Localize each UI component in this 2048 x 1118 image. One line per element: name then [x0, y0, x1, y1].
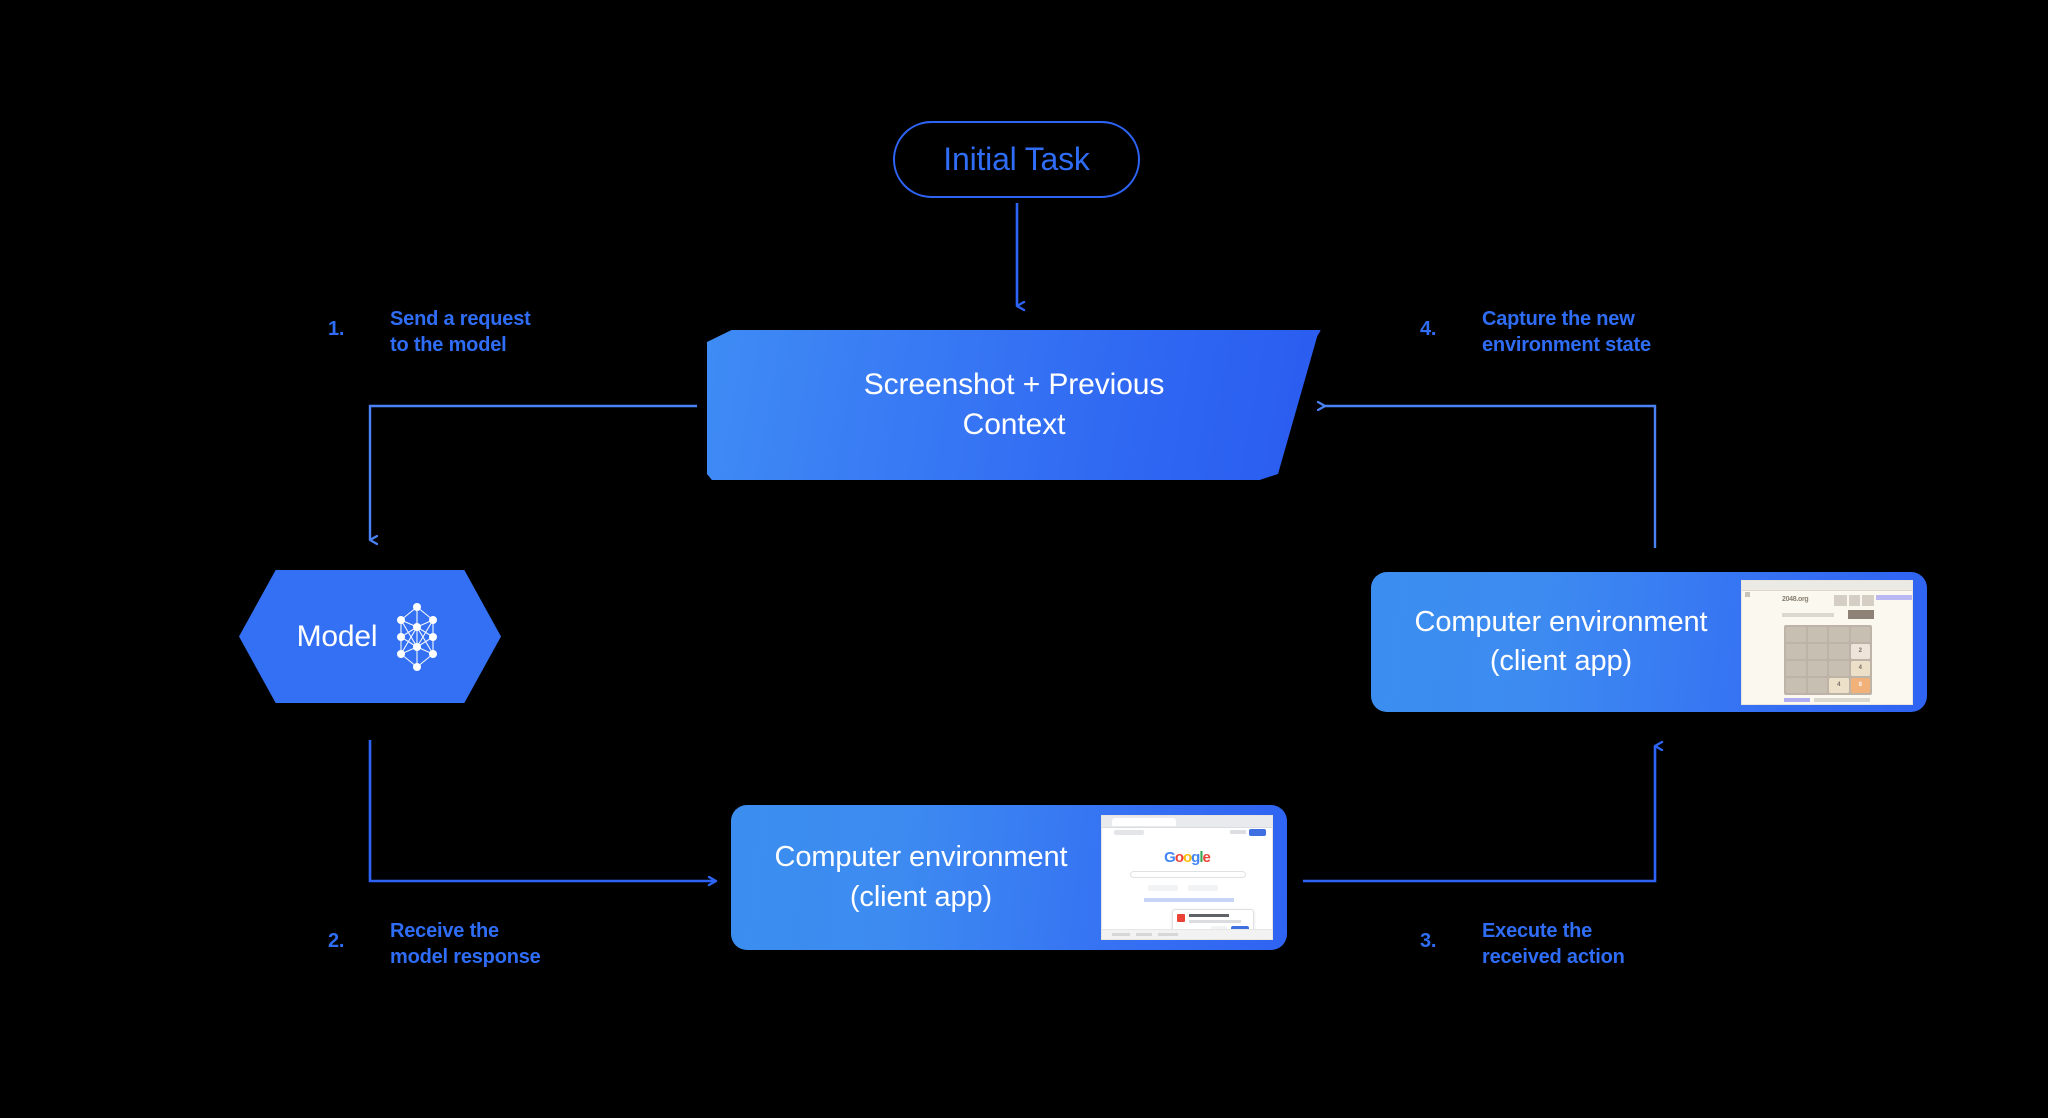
step-2-number: 2.	[328, 930, 345, 952]
2048-cell	[1829, 643, 1849, 659]
2048-cell	[1786, 660, 1806, 676]
google-language-links	[1144, 898, 1234, 902]
thumbnail-browser-tab	[1112, 818, 1176, 826]
step-2-annotation: 2. Receive the model response	[328, 918, 541, 970]
step-4-text: Capture the new environment state	[1482, 308, 1651, 356]
2048-tile: 8	[1850, 677, 1870, 693]
google-footer	[1102, 929, 1272, 939]
neural-network-icon	[391, 601, 443, 673]
step-3-text: Execute the received action	[1482, 920, 1625, 968]
computer-environment-card-right[interactable]: Computer environment (client app) 2048.o…	[1371, 572, 1927, 712]
arrow-step-4-env-to-context	[1325, 406, 1657, 548]
initial-task-node[interactable]: Initial Task	[893, 121, 1140, 198]
step-3-number: 3.	[1420, 930, 1437, 952]
step-4-number: 4.	[1420, 318, 1437, 340]
2048-board: 2 4 4 8	[1784, 624, 1872, 695]
2048-tile: 4	[1850, 660, 1870, 676]
model-node[interactable]: Model	[239, 570, 501, 703]
2048-cell	[1786, 677, 1806, 693]
2048-cell	[1829, 660, 1849, 676]
2048-cell	[1807, 643, 1827, 659]
google-screenshot-thumbnail: Google	[1101, 815, 1273, 940]
computer-environment-label-bottom: Computer environment (client app)	[774, 841, 1068, 913]
2048-subtitle-placeholder	[1782, 612, 1834, 617]
step-1-text: Send a request to the model	[390, 308, 531, 356]
2048-new-game-button	[1848, 609, 1874, 619]
model-node-shape	[239, 570, 501, 703]
2048-cell	[1786, 643, 1806, 659]
thumbnail-titlebar	[1742, 580, 1912, 591]
google-logo: Google	[1164, 849, 1211, 866]
step-2-text: Receive the model response	[390, 920, 541, 968]
step-1-number: 1.	[328, 318, 345, 340]
2048-cell	[1850, 626, 1870, 642]
context-node-body: Screenshot + Previous Context	[707, 330, 1321, 480]
computer-environment-card-bottom[interactable]: Computer environment (client app) Google	[731, 805, 1287, 950]
context-node-shape	[707, 330, 1321, 480]
context-node[interactable]: Screenshot + Previous Context	[707, 330, 1321, 480]
2048-cell	[1807, 660, 1827, 676]
model-node-label: Model	[296, 619, 378, 653]
step-3-annotation: 3. Execute the received action	[1420, 918, 1625, 970]
2048-tile: 2	[1850, 643, 1870, 659]
step-4-annotation: 4. Capture the new environment state	[1420, 306, 1651, 358]
arrow-step-2-model-to-env	[368, 740, 716, 881]
arrow-step-3-env-to-env	[1303, 746, 1655, 883]
2048-cell	[1807, 626, 1827, 642]
arrow-step-1-context-to-model	[368, 404, 697, 540]
model-node-body: Model	[239, 570, 501, 703]
2048-header-links	[1876, 594, 1912, 600]
2048-cell	[1829, 626, 1849, 642]
2048-cell	[1786, 626, 1806, 642]
thumbnail-toolbar-right	[1226, 829, 1266, 836]
google-search-box	[1130, 871, 1246, 878]
2048-score-boxes	[1834, 594, 1874, 606]
initial-task-label: Initial Task	[943, 141, 1090, 177]
thumbnail-address-bar	[1114, 830, 1144, 835]
step-1-annotation: 1. Send a request to the model	[328, 306, 531, 358]
2048-screenshot-thumbnail: 2048.org 2 4 4 8	[1741, 579, 1913, 705]
2048-tile: 4	[1829, 677, 1849, 693]
google-buttons	[1148, 885, 1228, 891]
2048-cell	[1807, 677, 1827, 693]
2048-site-title: 2048.org	[1782, 595, 1809, 603]
context-node-label: Screenshot + Previous Context	[863, 368, 1165, 441]
2048-footer	[1784, 697, 1872, 702]
thumbnail-window-button	[1745, 591, 1750, 597]
computer-environment-label-right: Computer environment (client app)	[1414, 605, 1708, 677]
